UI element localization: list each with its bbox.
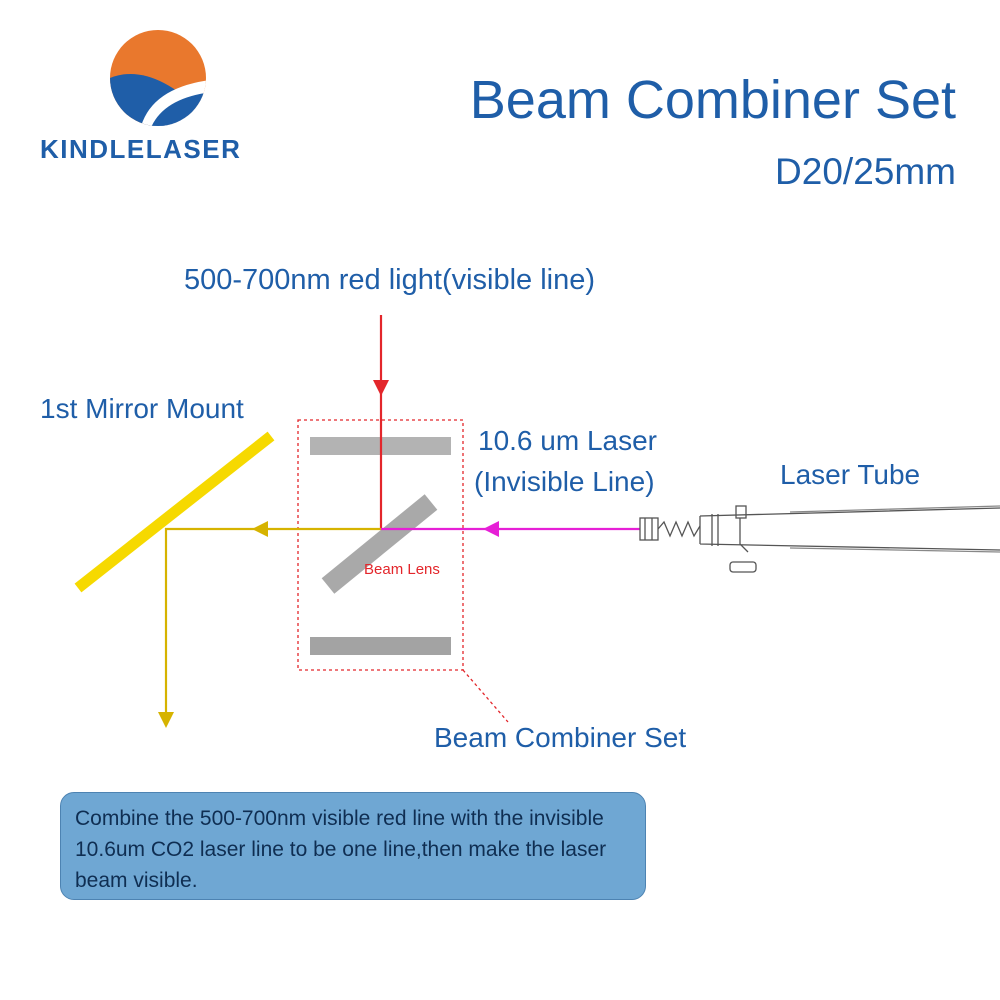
combiner-leader-line (462, 669, 509, 723)
beam-lens-label: Beam Lens (364, 561, 440, 578)
description-text: Combine the 500-700nm visible red line w… (75, 807, 607, 892)
page-title: Beam Combiner Set (470, 70, 956, 130)
beam-lens-plate (321, 494, 438, 594)
bottom-plate (310, 637, 451, 655)
combined-beam-arrow-icon (252, 521, 268, 537)
red-beam-arrow-icon (373, 380, 389, 396)
beam-combiner-label: Beam Combiner Set (434, 722, 686, 753)
combined-beam (164, 527, 381, 712)
mirror-mount-label: 1st Mirror Mount (40, 393, 244, 424)
red-light-label: 500-700nm red light(visible line) (184, 264, 595, 296)
laser-line-label: 10.6 um Laser (478, 425, 657, 456)
first-mirror (74, 431, 275, 593)
page-subtitle: D20/25mm (775, 151, 956, 192)
description-box: Combine the 500-700nm visible red line w… (60, 792, 646, 900)
output-beam-arrow-icon (158, 712, 174, 728)
co2-beam-arrow-icon (483, 521, 499, 537)
laser-line-sublabel: (Invisible Line) (474, 466, 655, 497)
brand-logo-icon (110, 30, 206, 126)
laser-tube-icon (639, 505, 1000, 573)
laser-tube-label: Laser Tube (780, 459, 920, 490)
combiner-outline (297, 419, 464, 671)
brand-name: KINDLELASER (40, 134, 241, 164)
